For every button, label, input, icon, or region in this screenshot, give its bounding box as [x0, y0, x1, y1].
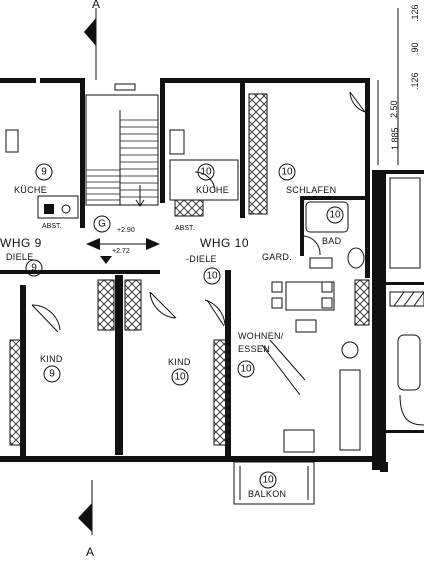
svg-text:BALKON: BALKON [248, 489, 286, 499]
svg-text:KIND: KIND [168, 357, 191, 367]
svg-text:9: 9 [41, 167, 47, 178]
label-kind-10: KIND 10 [168, 357, 191, 386]
svg-text:9: 9 [49, 369, 55, 380]
label-kueche-9: 9 KÜCHE [14, 163, 53, 195]
svg-text:SCHLAFEN: SCHLAFEN [286, 185, 336, 195]
dimension-126-a: .126 [410, 72, 420, 90]
section-marker-bottom: A [78, 480, 95, 559]
label-balkon: 10 BALKON [248, 471, 286, 499]
svg-text:10: 10 [329, 210, 341, 221]
label-abst-10: ABST. [175, 225, 195, 232]
label-kind-9: KIND 9 [40, 354, 63, 383]
svg-text:BAD: BAD [322, 236, 342, 246]
label-schlafen-10: 10 SCHLAFEN [278, 163, 336, 195]
svg-text:9: 9 [31, 263, 37, 274]
adjacent-unit [389, 177, 424, 426]
walls [0, 78, 424, 472]
label-gard: GARD. [262, 252, 292, 262]
bathroom-fixtures [305, 201, 365, 269]
ventilation-shafts [9, 93, 370, 446]
svg-text:DIELE: DIELE [6, 252, 34, 262]
svg-text:ESSEN: ESSEN [238, 344, 270, 354]
section-marker-top: A [84, 0, 101, 80]
svg-text:10: 10 [206, 271, 218, 282]
svg-text:WOHNEN/: WOHNEN/ [238, 331, 284, 341]
svg-text:10: 10 [262, 475, 274, 486]
svg-text:KÜCHE: KÜCHE [196, 185, 229, 195]
balcony [233, 461, 315, 505]
dimension-90: .90 [410, 42, 420, 55]
svg-text:KIND: KIND [40, 354, 63, 364]
label-bad-10: 10 BAD [322, 206, 344, 246]
label-abst-9: ABST. [42, 223, 62, 230]
dimension-1885: 1.885 [390, 127, 400, 150]
living-furniture [261, 281, 361, 453]
svg-text:G: G [98, 219, 106, 230]
svg-text:10: 10 [200, 167, 212, 178]
svg-text:10: 10 [281, 167, 293, 178]
label-diele-10: -DIELE 10 [186, 254, 221, 285]
kitchen-fixtures [5, 129, 239, 219]
svg-text:10: 10 [174, 372, 186, 383]
level-upper: +2.90 [117, 227, 135, 234]
dimension-250: 2.50 [389, 100, 399, 118]
dimension-chain: 2.50 1.885 .126 .90 .126 [377, 4, 420, 165]
section-label-top: A [92, 0, 101, 11]
svg-text:10: 10 [240, 364, 252, 375]
label-diele-9: DIELE 9 [6, 252, 43, 277]
svg-text:-DIELE: -DIELE [186, 254, 217, 264]
label-whg-9: WHG 9 [0, 236, 42, 250]
section-label-bottom: A [86, 545, 95, 559]
svg-text:KÜCHE: KÜCHE [14, 185, 47, 195]
staircase [85, 83, 159, 207]
dimension-126-b: .126 [410, 4, 420, 22]
label-wohnen-essen: WOHNEN/ ESSEN 10 [237, 331, 284, 378]
level-lower: +2.72 [112, 248, 130, 255]
level-markers: +2.90 +2.72 [86, 227, 160, 264]
label-staircase: G [93, 215, 111, 233]
doors [31, 91, 366, 333]
label-kueche-10: 10 KÜCHE [196, 163, 229, 195]
label-whg-10: WHG 10 [200, 236, 249, 250]
